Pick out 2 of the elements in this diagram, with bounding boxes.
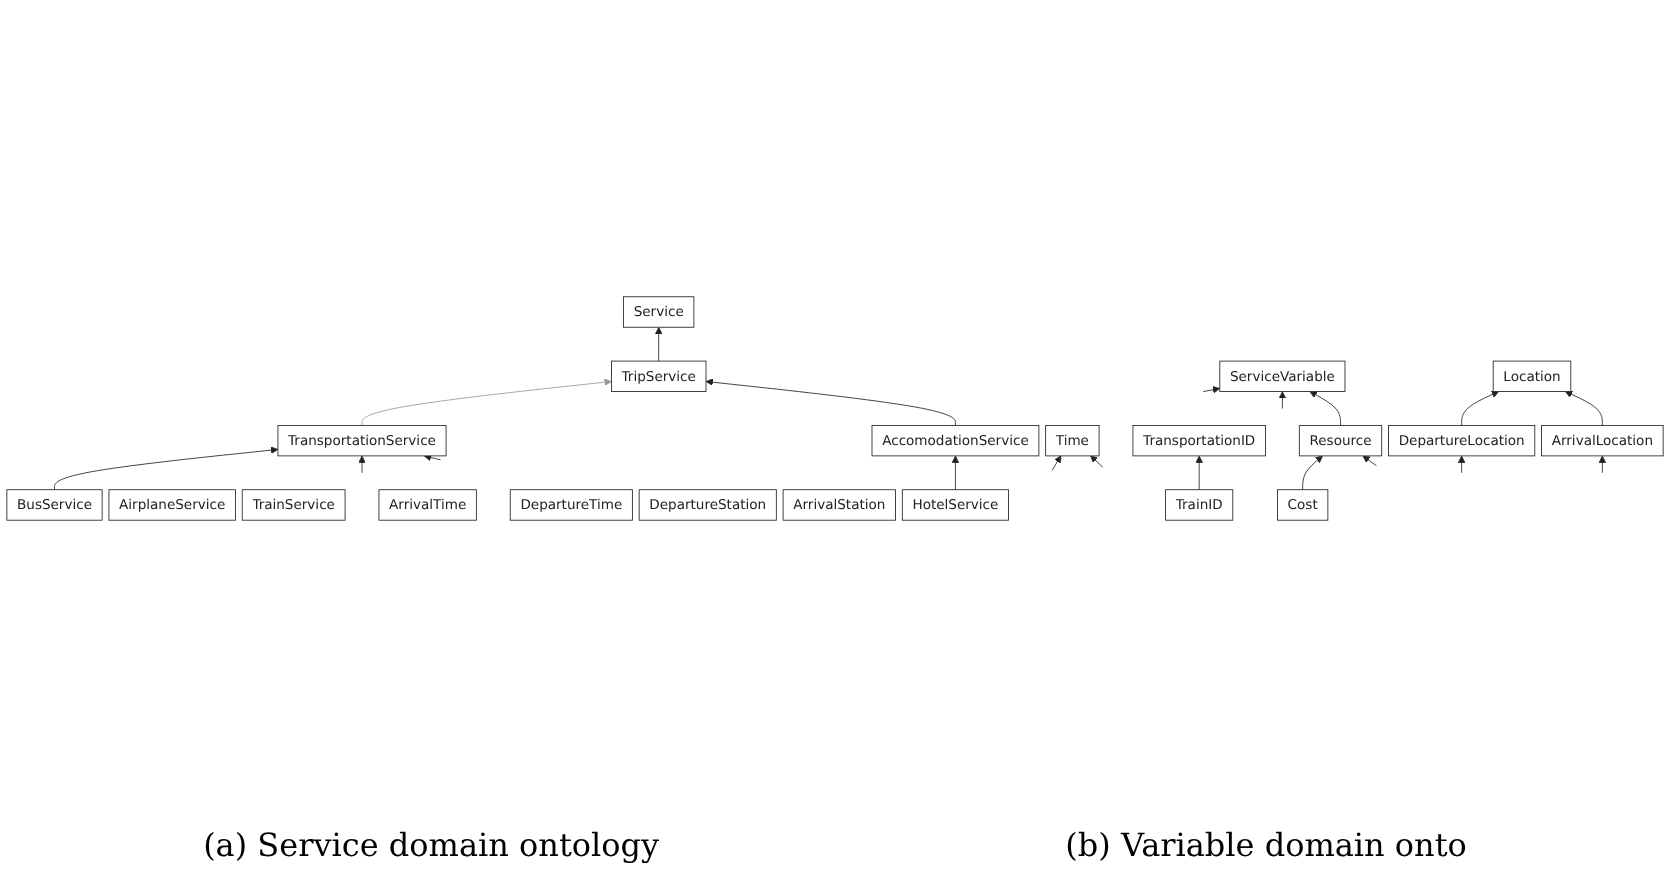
- figure-caption: (a) Service domain ontology: [203, 826, 660, 864]
- figure-caption: (b) Variable domain onto: [1065, 826, 1467, 864]
